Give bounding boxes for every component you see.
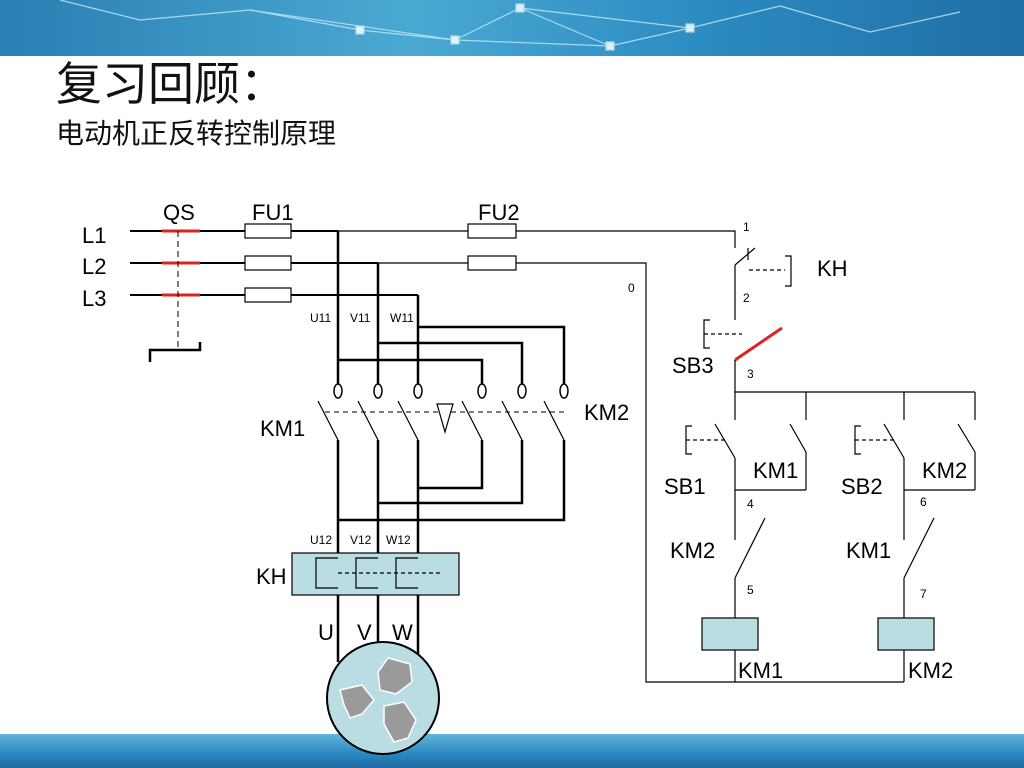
sb3-red-contact [734,326,783,362]
label-km1-main: KM1 [260,416,305,441]
banner-network-decoration [59,0,961,51]
label-sb2: SB2 [841,474,883,499]
top-banner [0,0,1024,56]
node-1: 1 [743,220,750,234]
label-w: W [392,620,413,645]
label-v12: V12 [350,533,372,547]
label-w11: W11 [390,311,414,325]
label-fu2: FU2 [478,200,520,225]
label-kh-main: KH [256,564,287,589]
label-km2-main: KM2 [584,400,629,425]
label-v11: V11 [350,311,371,325]
label-kh-ctrl: KH [817,256,848,281]
node-7: 7 [920,587,927,601]
node-3: 3 [747,367,754,381]
label-l3: L3 [82,286,106,311]
fu1-fuses [244,223,292,303]
label-km2-hold: KM2 [922,458,967,483]
qs-switch-contacts [162,229,200,297]
label-l2: L2 [82,254,106,279]
label-v: V [357,620,372,645]
motor-icon [326,641,440,755]
label-km2-coil: KM2 [908,658,953,683]
label-km2-interlock: KM2 [670,538,715,563]
label-sb1: SB1 [664,474,706,499]
label-km1-interlock: KM1 [846,538,891,563]
slide-title: 复习回顾： [56,57,286,111]
node-5: 5 [747,583,754,597]
main-contact-blades [317,400,565,441]
control-circuit [467,223,976,683]
slide-subtitle: 电动机正反转控制原理 [56,117,337,150]
label-l1: L1 [82,223,106,248]
kh-thermal-relay [291,552,460,596]
label-w12: W12 [386,533,411,547]
label-u: U [318,620,334,645]
label-sb3: SB3 [672,353,714,378]
bottom-banner [0,734,1024,768]
node-6: 6 [920,495,927,509]
node-4: 4 [747,497,754,511]
label-km1-hold: KM1 [753,458,798,483]
node-0: 0 [628,281,635,295]
label-u12: U12 [310,533,332,547]
label-km1-coil: KM1 [738,658,783,683]
node-2: 2 [743,291,750,305]
label-qs: QS [163,200,195,225]
label-fu1: FU1 [252,200,294,225]
main-contact-terminals [333,383,569,399]
label-u11: U11 [310,311,331,325]
main-circuit [130,223,569,662]
